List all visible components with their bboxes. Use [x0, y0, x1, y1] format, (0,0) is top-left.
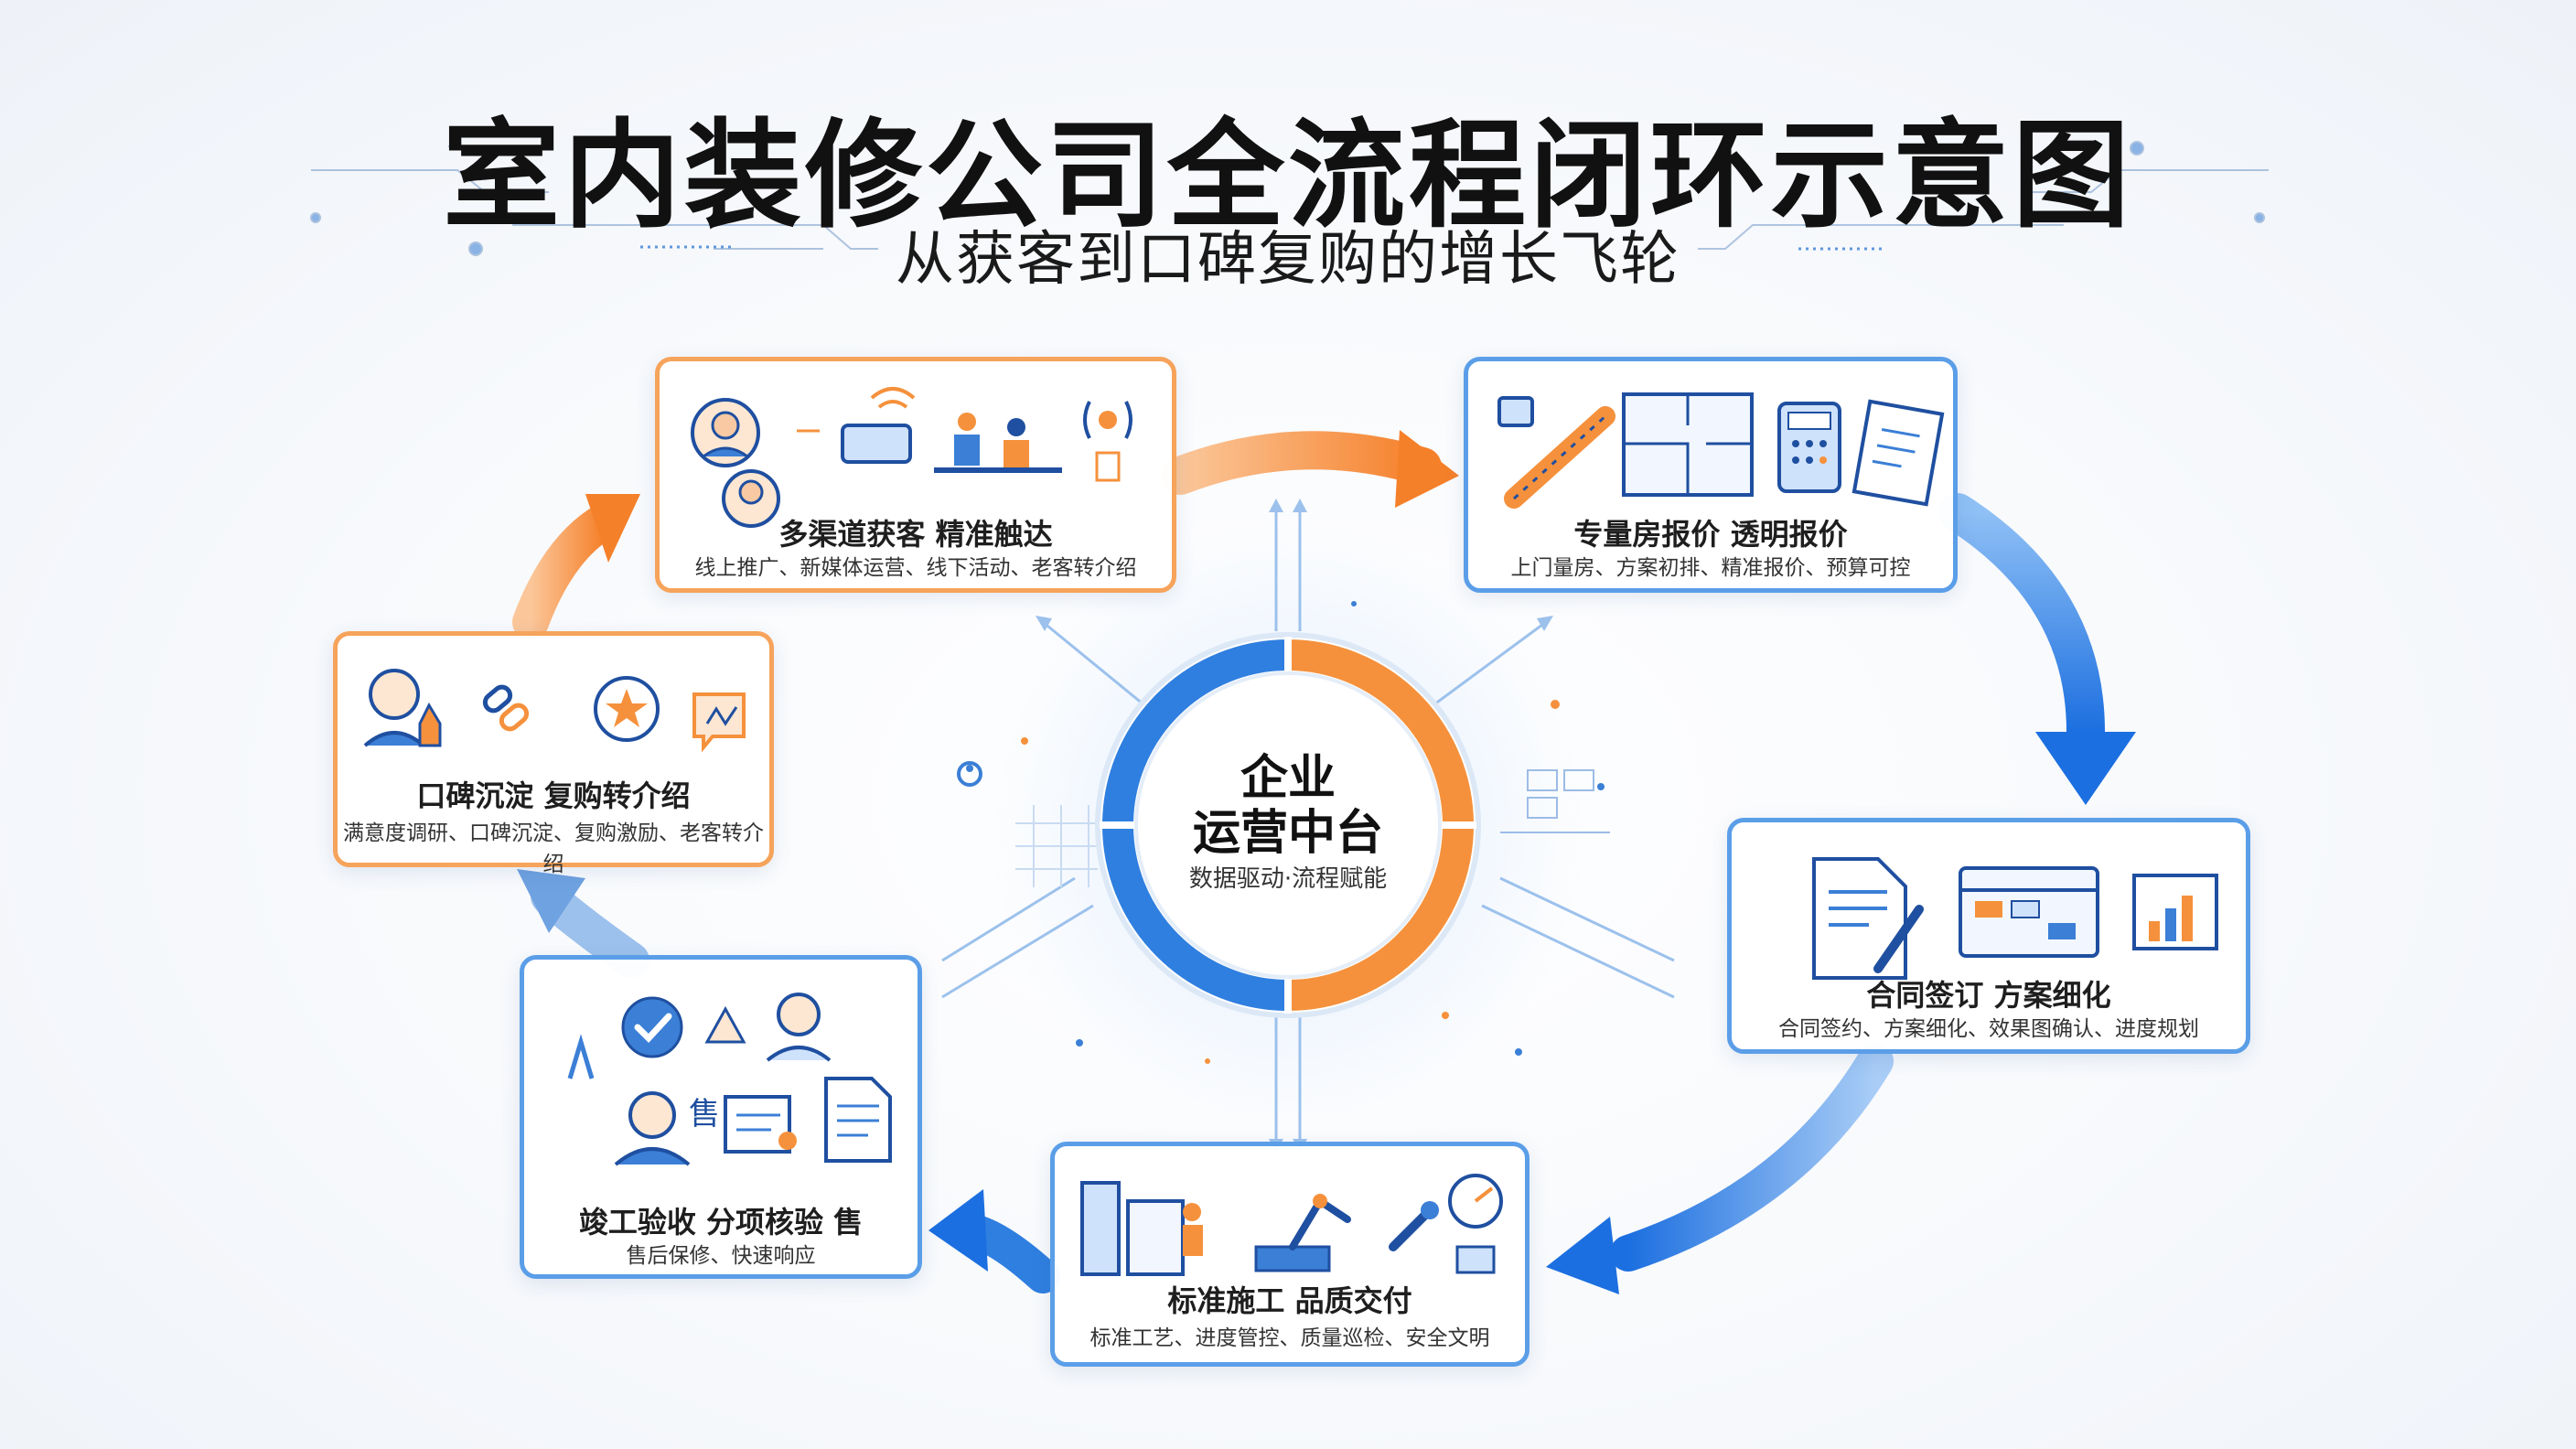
- after-sales-sign: 售: [689, 1096, 720, 1132]
- service-staff-avatar-icon: [614, 1091, 691, 1166]
- acquire-illustration: [691, 387, 1132, 528]
- stage-card-quote: 专量房报价 透明报价 上门量房、方案初排、精准报价、预算可控: [1464, 357, 1958, 593]
- checkmark-icon: [621, 996, 683, 1058]
- tool-a-icon: [567, 1034, 595, 1079]
- stage-desc: 售后保修、快速响应: [626, 1244, 816, 1268]
- stage-card-contract: 合同签订 方案细化 合同签约、方案细化、效果图确认、进度规划: [1727, 818, 2250, 1054]
- customer-avatar-icon: [691, 398, 760, 467]
- stage-title: 合同签订 方案细化: [1866, 978, 2111, 1013]
- contract-document-icon: [1812, 857, 1924, 980]
- warning-icon: [704, 1005, 746, 1044]
- schedule-board-icon: [1959, 866, 2099, 958]
- flow-arrow-quote-to-contract: [1938, 493, 2136, 805]
- reputation-illustration: [363, 669, 746, 753]
- stage-card-reputation: 口碑沉淀 复购转介绍 满意度调研、口碑沉淀、复购激励、老客转介绍: [333, 631, 774, 876]
- contract-illustration: [1812, 857, 2218, 980]
- hub-ring: [1095, 632, 1481, 1018]
- stage-card-build: 标准施工 品质交付 标准工艺、进度管控、质量巡检、安全文明: [1050, 1142, 1530, 1367]
- tape-measure-icon: [1497, 396, 1615, 509]
- broadcast-van-icon: [841, 387, 916, 464]
- stage-desc: 线上推广、新媒体运营、线下活动、老客转介绍: [694, 556, 1137, 580]
- page-title: 室内装修公司全流程闭环示意图: [442, 108, 2133, 244]
- inspection-form-icon: [724, 1095, 797, 1154]
- report-document-icon: [824, 1077, 892, 1163]
- hub-grid-right: [1500, 769, 1610, 833]
- stage-card-accept: 售 竣工验收 分项核验 售 售后保修、快速响应: [520, 955, 922, 1279]
- accept-illustration: 售: [567, 993, 892, 1166]
- stage-title: 专量房报价 透明报价: [1573, 517, 1848, 552]
- floor-plan-icon: [1622, 392, 1754, 497]
- flow-arrow-reputation-to-acquire: [512, 494, 640, 640]
- stage-desc: 标准工艺、进度管控、质量巡检、安全文明: [1089, 1326, 1490, 1350]
- robot-arm-icon: [1254, 1194, 1351, 1272]
- inspector-avatar-icon: [766, 993, 832, 1062]
- star-badge-icon: [594, 676, 660, 742]
- stage-card-acquire: 多渠道获客 精准触达 线上推广、新媒体运营、线下活动、老客转介绍: [655, 357, 1176, 593]
- calculator-icon: [1777, 402, 1841, 493]
- flow-arrow-build-to-accept: [928, 1189, 1060, 1293]
- signal-icon: [1083, 401, 1132, 482]
- stage-title: 多渠道获客 精准触达: [778, 517, 1053, 552]
- flow-arrow-contract-to-build: [1546, 1043, 1894, 1294]
- hub-title-line1: 企业: [1240, 751, 1336, 806]
- stage-title: 口碑沉淀 复购转介绍: [416, 778, 691, 813]
- stage-desc: 满意度调研、口碑沉淀、复购激励、老客转介绍: [343, 821, 764, 876]
- hub-grid-left: [1015, 805, 1098, 887]
- build-illustration: [1080, 1174, 1503, 1276]
- compass-icon: [1448, 1174, 1503, 1274]
- construction-site-icon: [1080, 1181, 1203, 1276]
- link-icon: [482, 684, 530, 732]
- page-subtitle: 从获客到口碑复购的增长飞轮: [896, 226, 1680, 294]
- satisfied-customer-icon: [363, 669, 442, 747]
- bar-chart-icon: [2132, 874, 2218, 950]
- referral-chat-icon: [692, 692, 746, 753]
- team-workers-icon: [934, 413, 1062, 473]
- stage-desc: 上门量房、方案初排、精准报价、预算可控: [1510, 556, 1911, 580]
- flow-arrow-acquire-to-quote: [1161, 430, 1459, 508]
- quote-illustration: [1497, 392, 1945, 509]
- stage-desc: 合同签约、方案细化、效果图确认、进度规划: [1778, 1017, 2199, 1041]
- stage-title: 标准施工 品质交付: [1167, 1283, 1412, 1318]
- hub-subtitle: 数据驱动·流程赋能: [1188, 865, 1388, 893]
- customer-avatar-2-icon: [722, 469, 780, 528]
- stage-title: 竣工验收 分项核验 售: [578, 1205, 864, 1240]
- flow-arrow-accept-to-reputation: [517, 869, 649, 979]
- hub-connectors: [941, 508, 1675, 1143]
- header-decoration-right: [1698, 141, 2269, 251]
- hub-particles: [957, 601, 1605, 1064]
- hub-title-line2: 运营中台: [1192, 806, 1383, 861]
- header-decoration-left: [310, 145, 878, 256]
- tools-icon: [1389, 1201, 1439, 1251]
- quote-document-icon: [1852, 399, 1945, 507]
